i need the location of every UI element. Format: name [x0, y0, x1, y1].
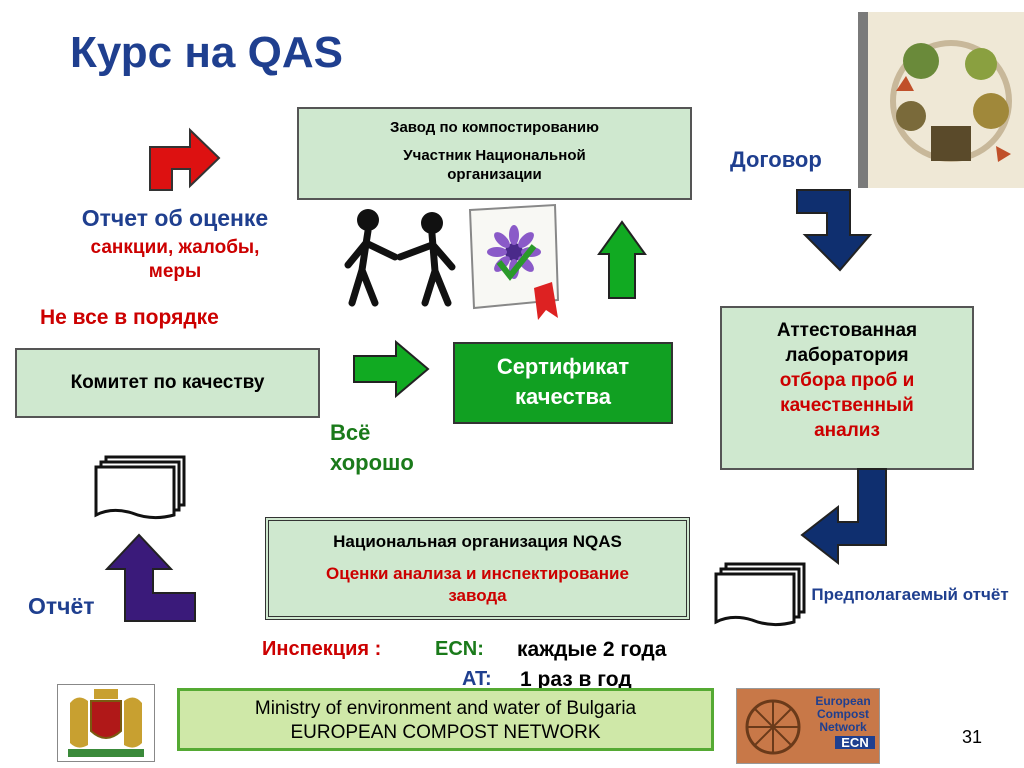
ecn-logo-line3: Network	[819, 720, 867, 734]
navy-down-arrow-icon	[796, 189, 873, 272]
purple-up-arrow-icon	[104, 533, 196, 622]
inspection-ecn-value: каждые 2 года	[517, 638, 667, 661]
lab-line2: отбора проб и качественный анализ	[779, 370, 915, 441]
page-title: Курс на QAS	[70, 28, 343, 77]
lab-box: Аттестованная лаборатория отбора проб и …	[720, 306, 974, 470]
eco-label-scroll-icon	[468, 203, 560, 320]
report-label: Отчёт	[28, 593, 95, 619]
plant-line2: Участник Национальной организации	[403, 147, 586, 183]
page-number: 31	[962, 727, 983, 747]
plant-box: Завод по компостированию Участник Национ…	[297, 107, 692, 200]
all-good-label: Всё хорошо	[330, 420, 414, 475]
documents-stack-right-icon	[714, 562, 806, 627]
footer-bar: Ministry of environment and water of Bul…	[177, 688, 714, 751]
nqas-line2: Оценки анализа и инспектирование завода	[326, 564, 629, 605]
ecn-logo-line1: European	[815, 694, 871, 708]
expected-report-label: Предполагаемый отчёт	[811, 585, 1009, 604]
inspection-at-value: 1 раз в год	[520, 668, 632, 691]
green-right-arrow-icon	[353, 339, 430, 399]
inspection-label: Инспекция :	[262, 638, 382, 660]
report-eval: Отчет об оценке санкции, жалобы, меры	[40, 205, 310, 284]
ecn-logo-line4: ECN	[835, 736, 875, 749]
compost-cycle-image	[858, 12, 1024, 188]
lab-line1: Аттестованная лаборатория	[776, 320, 918, 366]
committee-label: Комитет по качеству	[70, 372, 265, 393]
footer-line1: Ministry of environment and water of Bul…	[254, 698, 637, 719]
certificate-label: Сертификат качества	[496, 354, 630, 409]
documents-stack-icon	[94, 455, 186, 520]
footer-line2: EUROPEAN COMPOST NETWORK	[290, 722, 601, 743]
nqas-line1: Национальная организация NQAS	[333, 532, 622, 551]
ecn-logo: European Compost Network ECN	[736, 688, 880, 764]
handshake-figures-icon	[344, 209, 456, 307]
green-up-arrow-icon	[597, 220, 647, 299]
plant-line1: Завод по компостированию	[390, 119, 599, 136]
certificate-box: Сертификат качества	[453, 342, 673, 424]
red-arrow-icon	[149, 127, 221, 191]
navy-down-left-arrow-icon	[800, 468, 887, 566]
committee-box: Комитет по качеству	[15, 348, 320, 418]
inspection-at-label: AT:	[462, 668, 492, 690]
inspection-ecn-label: ECN:	[435, 638, 484, 660]
report-eval-title: Отчет об оценке	[81, 205, 269, 231]
not-ok-label: Не все в порядке	[40, 306, 219, 329]
coat-of-arms-logo	[57, 684, 155, 762]
report-eval-sub: санкции, жалобы, меры	[90, 237, 260, 282]
nqas-box: Национальная организация NQAS Оценки ана…	[265, 517, 690, 620]
ecn-logo-line2: Compost	[817, 707, 869, 721]
contract-label: Договор	[730, 147, 822, 172]
